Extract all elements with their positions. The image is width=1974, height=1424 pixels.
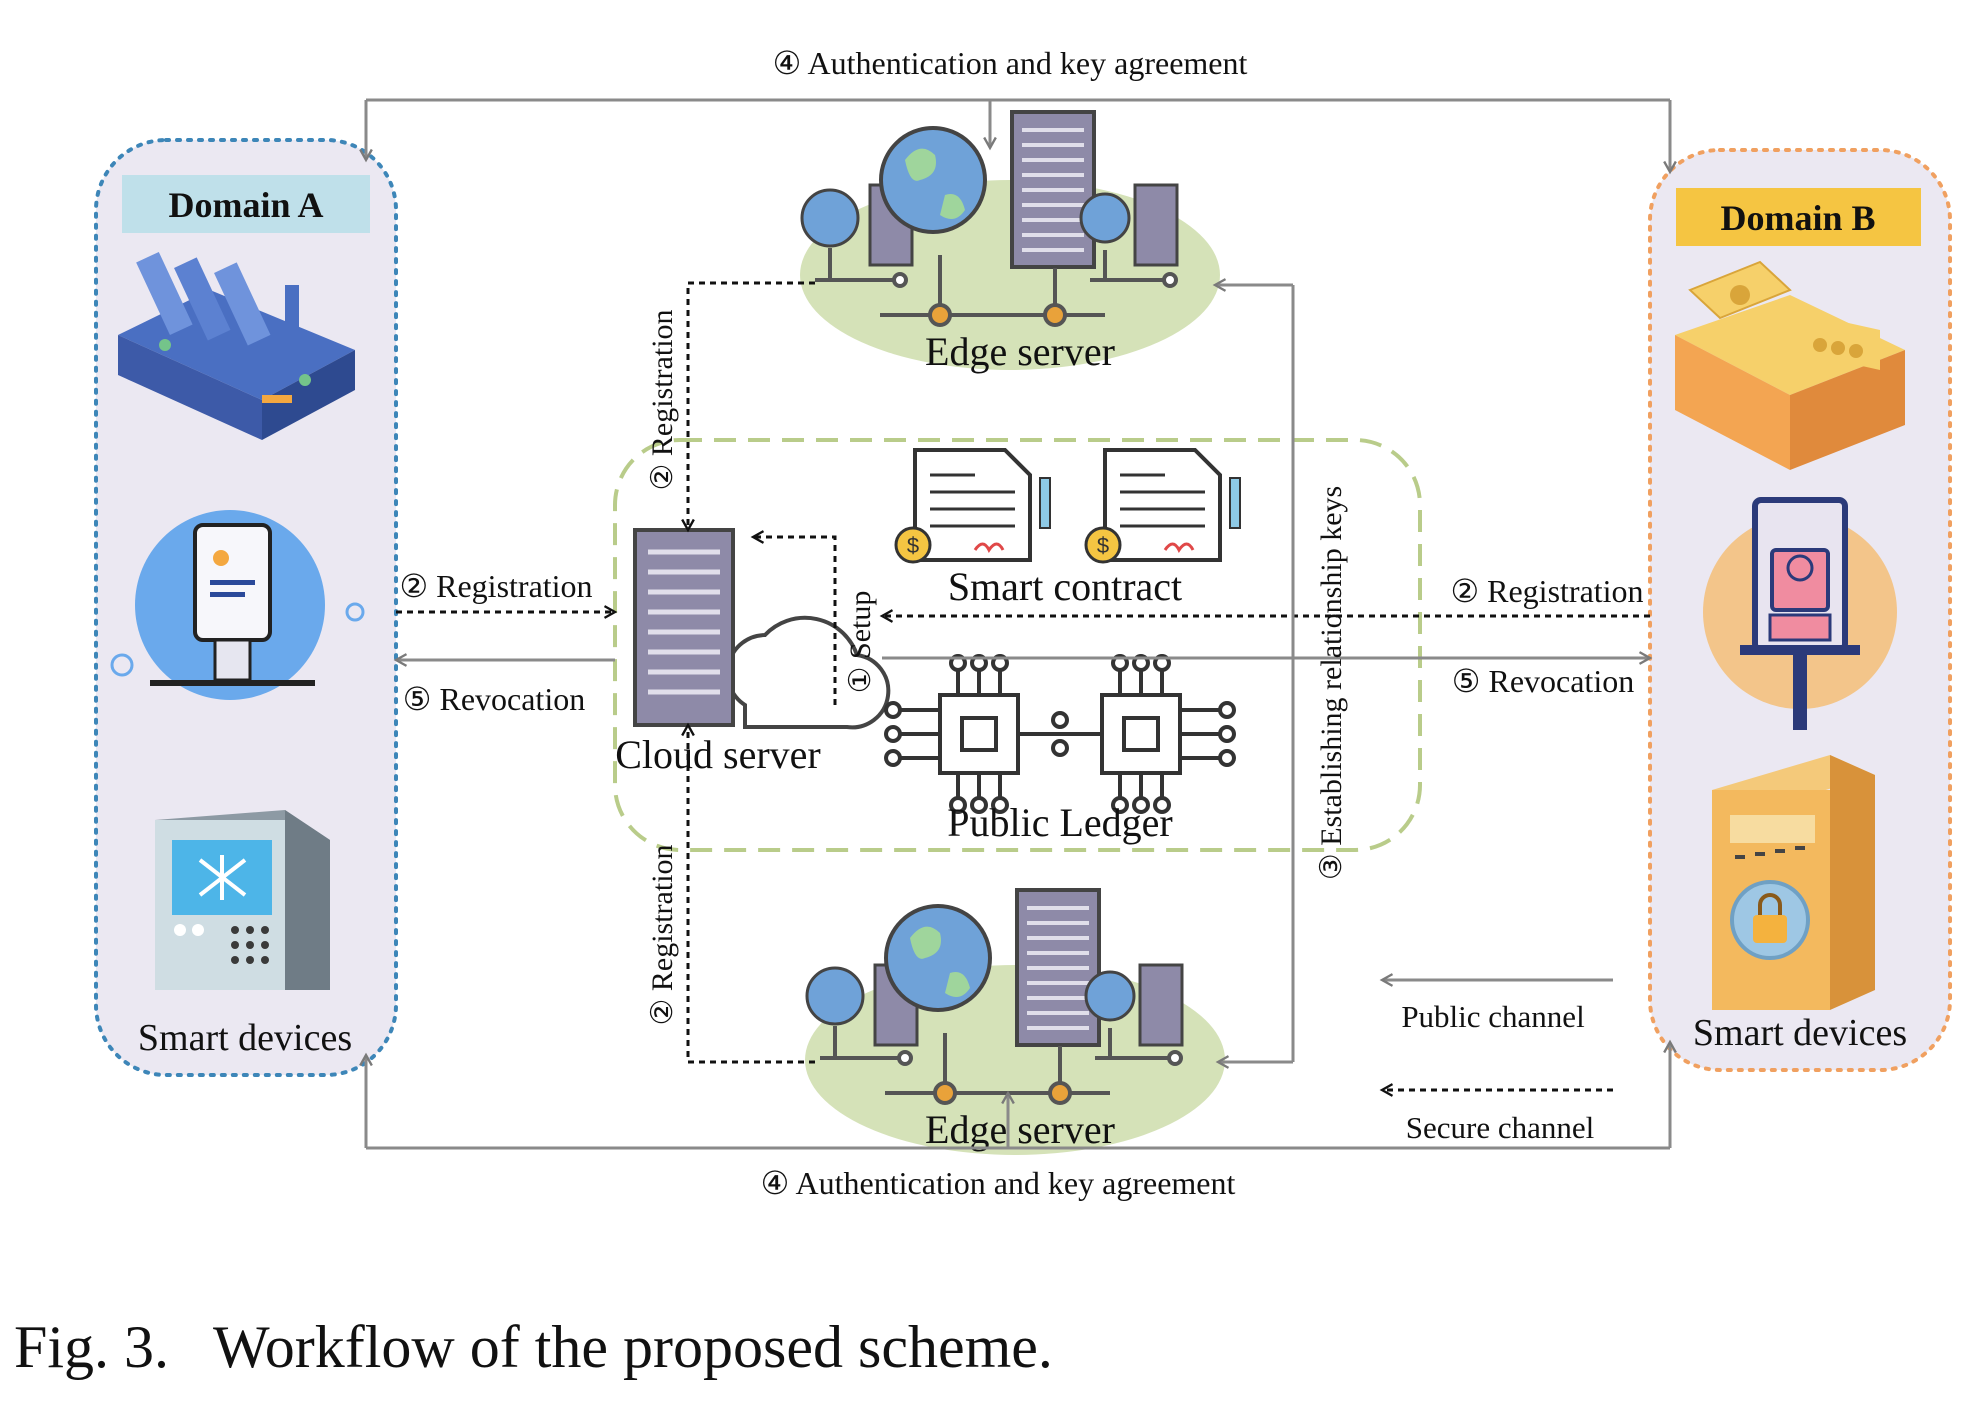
factory-icon [118,251,355,440]
smart-box-icon [155,810,330,990]
ledger-region [613,438,1422,852]
public-ledger-label: Public Ledger [947,800,1173,845]
revoc-left-label: ⑤ Revocation [403,681,585,717]
globe-icon [884,904,992,1012]
cloud-label: Cloud server [615,732,821,777]
svg-text:$: $ [907,533,919,558]
reg-bottom-vertical-arrow [688,725,815,1064]
server-rack-icon [633,528,735,727]
smart-contract-label: Smart contract [948,564,1182,609]
smart-contract: $ $ Smart contract [894,448,1241,609]
domain-a-panel: Domain A [94,138,398,1077]
svg-text:$: $ [1097,533,1109,558]
industrial-machine-icon [1675,260,1905,470]
legend-public-label: Public channel [1401,999,1584,1034]
auth-bottom-label: ④ Authentication and key agreement [761,1165,1236,1201]
auth-bottom-arrow [366,1042,1670,1150]
domain-a-title-box [122,175,370,233]
edge-server-bottom: Edge server [805,888,1225,1155]
establish-label: ③ Establishing relationship keys [1315,486,1348,880]
edge-server-top: Edge server [800,110,1220,374]
reg-bottom-vertical-label: ② Registration [646,844,679,1025]
reg-right-label: ② Registration [1450,573,1643,609]
auth-top-arrow [366,98,1670,172]
contract-document-icon: $ [894,448,1051,564]
auth-top-label: ④ Authentication and key agreement [773,45,1248,81]
globe-icon [879,126,987,234]
domain-b-panel: Domain B [1648,148,1952,1072]
reg-left-label: ② Registration [399,568,592,604]
domain-b-devices-label: Smart devices [1693,1012,1907,1054]
edge-top-label: Edge server [925,329,1115,374]
legend-secure-label: Secure channel [1406,1110,1594,1145]
domain-a-title: Domain A [168,185,323,225]
revoc-right-label: ⑤ Revocation [1452,663,1634,699]
setup-label: ① Setup [844,591,877,694]
surveying-instrument-icon [1703,497,1897,730]
public-ledger: Public Ledger [884,654,1236,845]
figure-caption: Fig. 3. Workflow of the proposed scheme. [14,1314,1053,1380]
domain-a-devices-label: Smart devices [138,1017,352,1059]
kiosk-icon [110,510,365,700]
domain-b-title-box [1676,188,1921,246]
setup-loop-arrow [753,537,837,705]
reg-top-vertical-label: ② Registration [646,309,679,490]
reg-top-vertical-arrow [688,281,815,530]
edge-bottom-label: Edge server [925,1107,1115,1152]
globe-icon-small [800,188,860,248]
safe-cabinet-icon [1712,755,1875,1010]
contract-document-icon: $ [1084,448,1241,564]
establish-keys-arrow [1215,285,1295,1062]
domain-b-title: Domain B [1720,198,1875,238]
legend: Public channel Secure channel [1382,980,1613,1145]
